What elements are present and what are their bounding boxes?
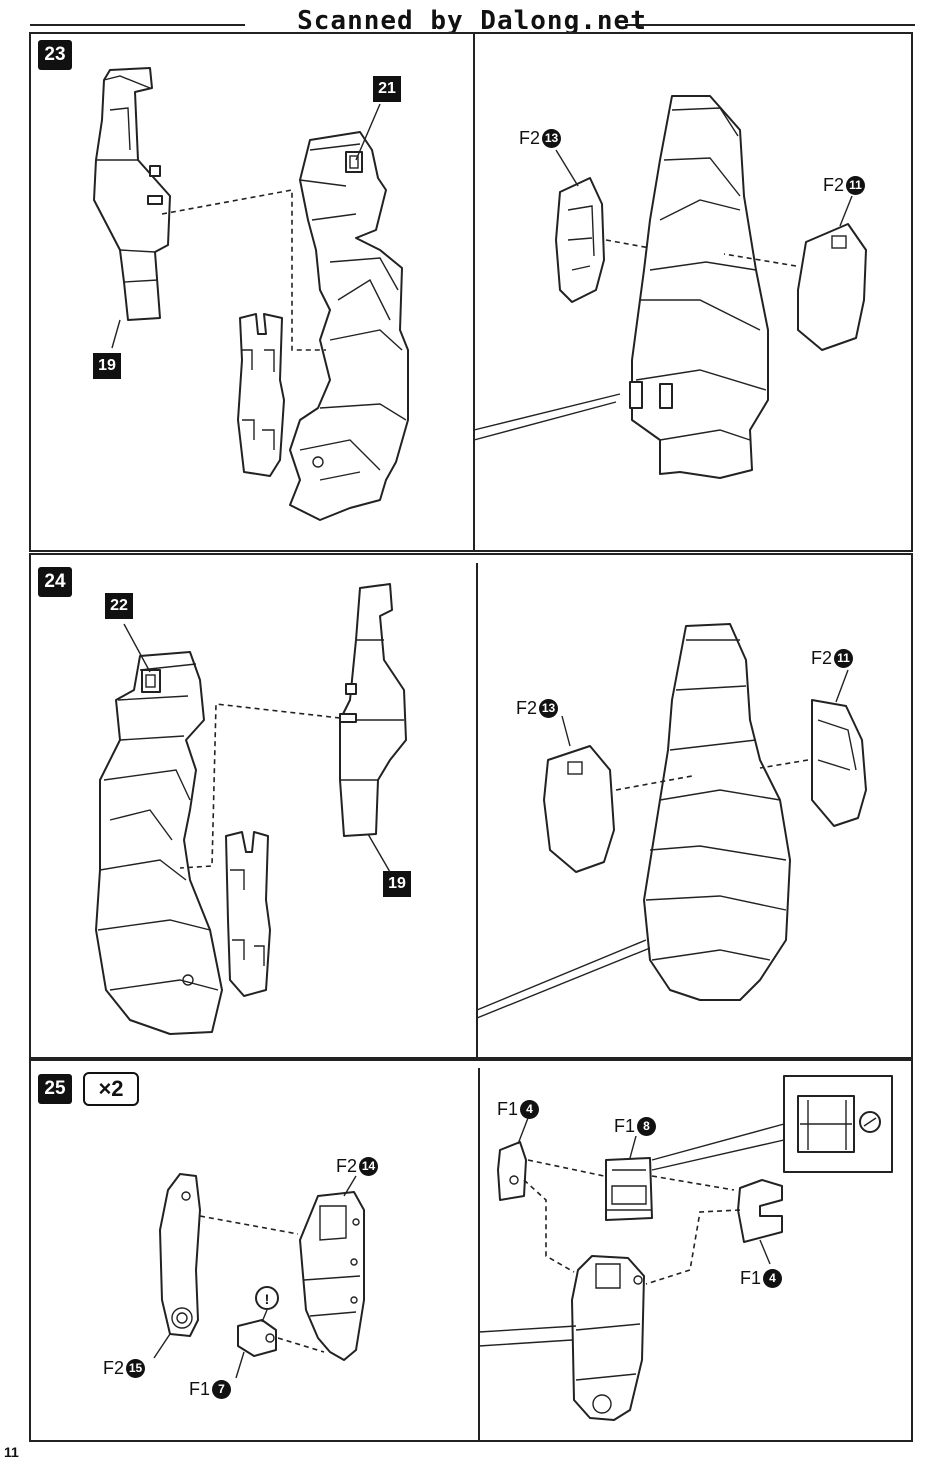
step-25-number: 25 bbox=[38, 1074, 72, 1104]
part-tag-19: 19 bbox=[93, 353, 121, 379]
step-23-number: 23 bbox=[38, 40, 72, 70]
step-25-divider bbox=[478, 1068, 480, 1440]
step-24-number: 24 bbox=[38, 567, 72, 597]
header-rule-left bbox=[30, 24, 245, 26]
step-24-divider bbox=[476, 563, 478, 1059]
part-tag-21: 21 bbox=[373, 76, 401, 102]
part-tag-19b: 19 bbox=[383, 871, 411, 897]
part-tag-22: 22 bbox=[105, 593, 133, 619]
step-23-divider bbox=[473, 32, 475, 552]
warning-icon: ! bbox=[265, 1291, 270, 1307]
step-23-panel bbox=[29, 32, 913, 552]
step-25-multiplier: ×2 bbox=[83, 1072, 139, 1106]
header-rule-right bbox=[625, 24, 915, 26]
page-number: 11 bbox=[4, 1444, 19, 1460]
watermark-header: Scanned by Dalong.net bbox=[297, 6, 647, 36]
